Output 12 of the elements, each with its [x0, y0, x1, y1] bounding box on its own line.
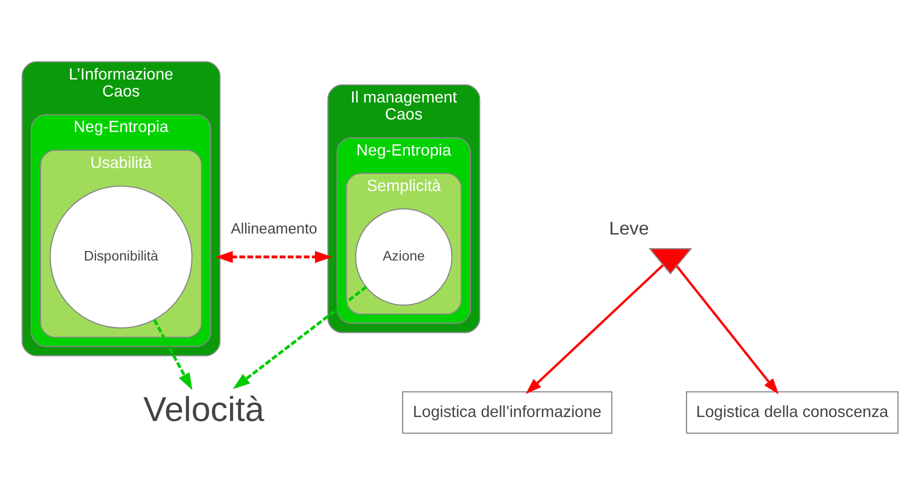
- node-circle: Disponibilità: [50, 185, 193, 328]
- node-box: Logistica dell’informazione: [402, 390, 612, 434]
- edge-label: Allineamento: [230, 220, 318, 237]
- arrow: [676, 265, 779, 394]
- arrow: [153, 318, 192, 390]
- arrow: [526, 264, 664, 394]
- node-label: Leve: [609, 216, 649, 238]
- arrow: [232, 285, 368, 389]
- arrow: [216, 250, 332, 263]
- node-circle: Azione: [355, 208, 452, 306]
- node-box: Logistica della conoscenza: [686, 390, 899, 434]
- node-text: Velocità: [143, 390, 264, 429]
